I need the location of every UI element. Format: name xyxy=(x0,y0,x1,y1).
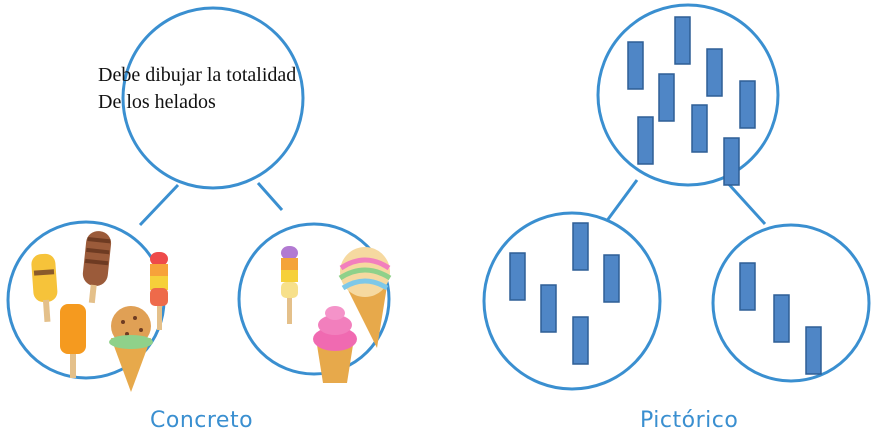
pictorial-rect-left-3 xyxy=(603,254,620,303)
connector-line-concrete-right xyxy=(256,182,284,211)
fudge-bar-icon xyxy=(82,231,112,304)
yellow-popsicle-icon xyxy=(31,253,58,323)
rainbow-popsicle-icon-2 xyxy=(281,246,298,324)
instruction-line-1: Debe dibujar la totalidad xyxy=(98,64,297,86)
concrete-right-icecreams xyxy=(281,246,392,383)
pictorial-rect-top-4 xyxy=(658,73,675,122)
pictorial-rect-left-5 xyxy=(572,316,589,365)
pictorial-rect-right-3 xyxy=(805,326,822,375)
pictorial-top-rects xyxy=(627,16,756,186)
whole-circle-concrete xyxy=(121,6,305,190)
instruction-note: Debe dibujar la totalidad De los helados xyxy=(98,62,296,116)
pink-swirl-cone-icon xyxy=(313,306,357,383)
pictorial-rect-top-3 xyxy=(706,48,723,97)
pictorial-rect-top-1 xyxy=(627,41,644,90)
pictorial-rect-left-1 xyxy=(509,252,526,301)
cookie-cone-icon xyxy=(109,306,153,392)
pictorial-rect-top-7 xyxy=(637,116,654,165)
connector-line-pictorial-right xyxy=(723,178,767,226)
caption-concrete: Concreto xyxy=(150,408,254,433)
pictorial-left-rects xyxy=(509,222,620,365)
pictorial-rect-top-5 xyxy=(739,80,756,129)
rainbow-popsicle-icon xyxy=(150,252,168,330)
rainbow-scoop-cone-icon xyxy=(338,247,392,348)
caption-pictorial: Pictórico xyxy=(640,408,739,433)
connector-line-pictorial-left xyxy=(604,179,639,223)
pictorial-right-rects xyxy=(739,262,822,375)
part-circle-pictorial-right xyxy=(711,223,871,383)
instruction-line-2: De los helados xyxy=(98,91,216,113)
pictorial-rect-top-2 xyxy=(674,16,691,65)
pictorial-rect-left-2 xyxy=(572,222,589,271)
connector-line-concrete-left xyxy=(138,183,180,227)
concrete-left-icecreams xyxy=(31,231,168,392)
pictorial-rect-left-4 xyxy=(540,284,557,333)
pictorial-rect-top-6 xyxy=(691,104,708,153)
pictorial-rect-top-8 xyxy=(723,137,740,186)
orange-popsicle-icon xyxy=(60,304,86,378)
part-circle-pictorial-left xyxy=(482,211,662,391)
pictorial-rect-right-1 xyxy=(739,262,756,311)
pictorial-rect-right-2 xyxy=(773,294,790,343)
